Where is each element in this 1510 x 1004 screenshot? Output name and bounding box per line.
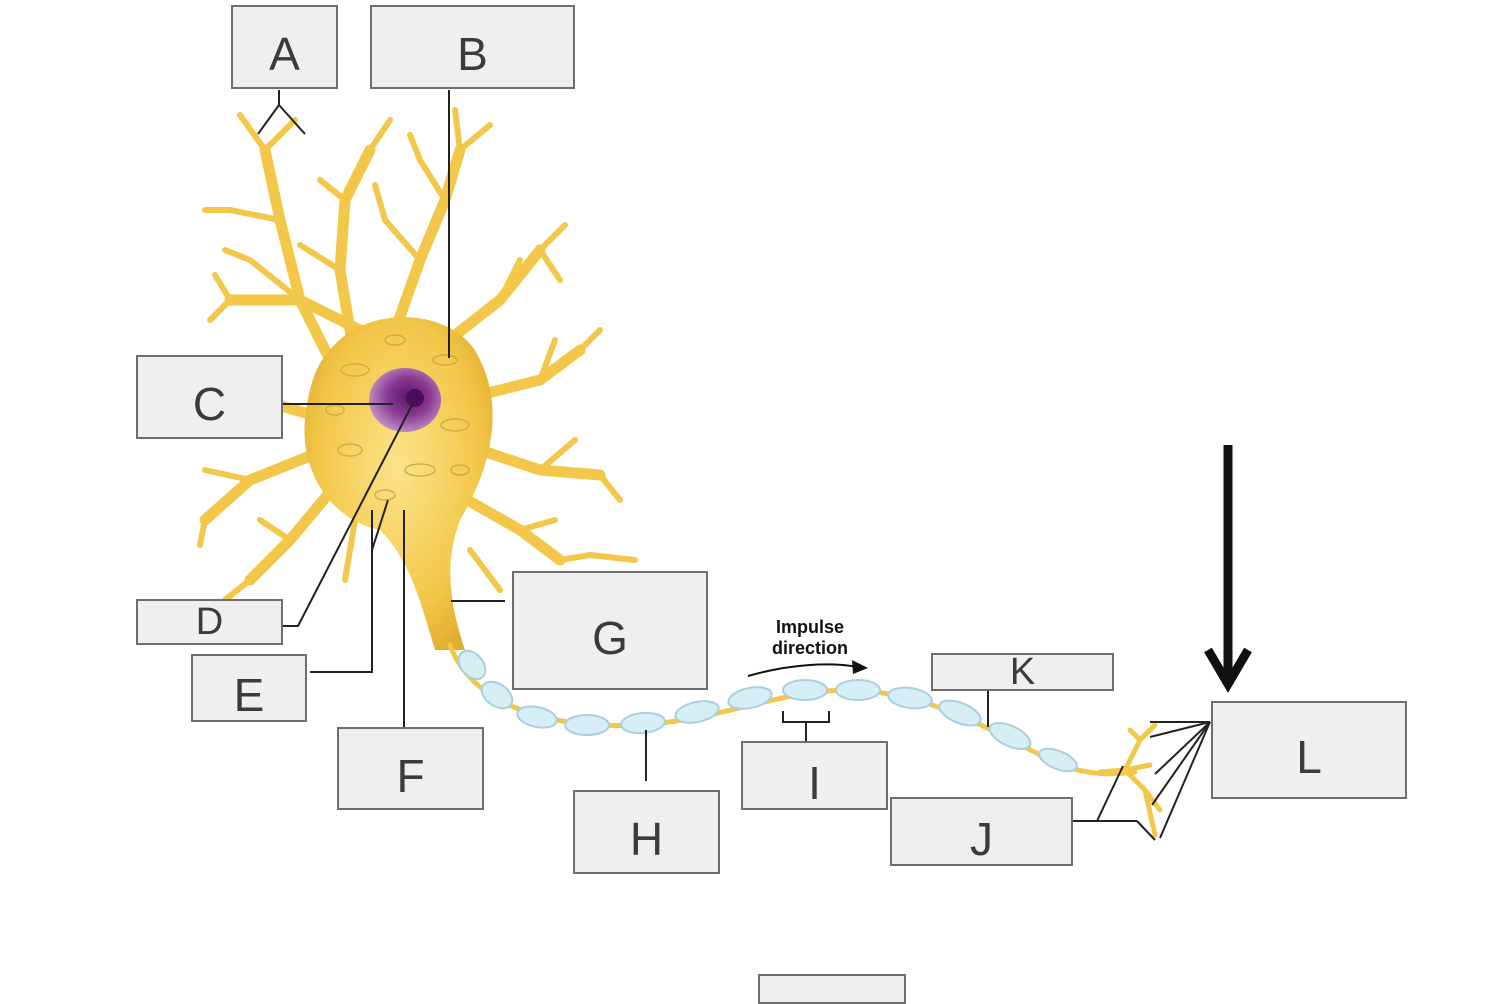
impulse-direction-label: Impulse direction (740, 617, 880, 659)
label-e-text: E (233, 669, 265, 721)
label-c-text: C (192, 378, 227, 430)
label-box-i[interactable]: I (741, 741, 888, 810)
label-b-text: B (457, 28, 488, 80)
label-l-text: L (1296, 731, 1322, 783)
label-box-j[interactable]: J (890, 797, 1073, 866)
label-box-c[interactable]: C (136, 355, 283, 439)
impulse-arrow (747, 663, 859, 677)
pointer-arrow-head (1204, 647, 1252, 693)
label-k-text: K (1009, 650, 1036, 693)
label-box-k[interactable]: K (931, 650, 1114, 693)
impulse-arrowhead (852, 660, 868, 674)
nucleolus (406, 389, 424, 407)
organelles (325, 334, 470, 501)
axon-terminals (1097, 722, 1163, 838)
label-box-g[interactable]: G (512, 571, 708, 690)
label-box-b[interactable]: B (370, 5, 575, 89)
label-f-text: F (396, 749, 425, 802)
label-box-l[interactable]: L (1211, 701, 1407, 799)
leader-lines (257, 90, 1211, 841)
label-box-a[interactable]: A (231, 5, 338, 89)
dendrites (177, 107, 638, 603)
label-box-d[interactable]: D (136, 599, 283, 645)
label-g-text: G (592, 611, 628, 664)
cell-body (304, 317, 493, 650)
nucleus (369, 368, 441, 432)
label-a-text: A (269, 28, 300, 80)
label-i-text: I (808, 756, 821, 809)
neuron-diagram (177, 90, 1252, 841)
label-box-e[interactable]: E (191, 654, 307, 722)
myelin-sheath (457, 649, 1078, 773)
label-box-f[interactable]: F (337, 727, 484, 810)
label-h-text: H (629, 813, 664, 865)
label-box-extra[interactable] (758, 974, 906, 1004)
impulse-line-2: direction (771, 638, 848, 658)
label-j-text: J (970, 812, 993, 865)
label-box-h[interactable]: H (573, 790, 720, 874)
label-d-text: D (195, 600, 224, 643)
impulse-line-1: Impulse (775, 617, 845, 637)
